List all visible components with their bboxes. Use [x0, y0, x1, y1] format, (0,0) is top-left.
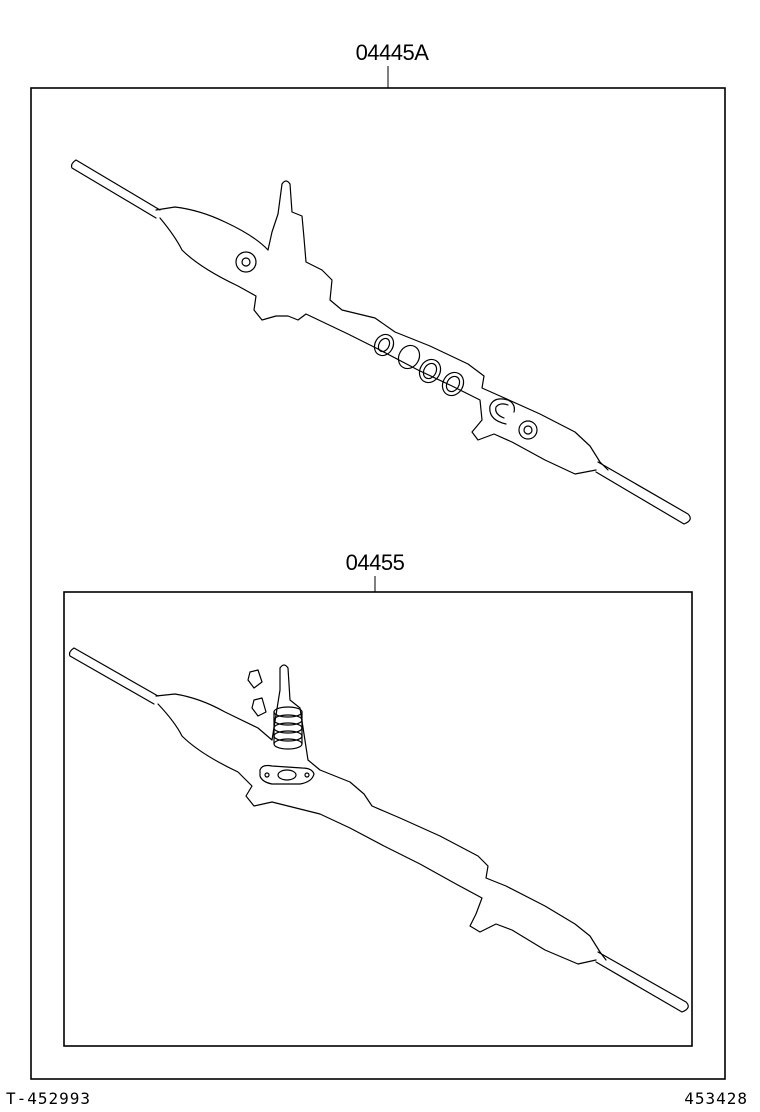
lower-small-bolt-2 — [251, 697, 267, 717]
inner-kit-frame — [63, 591, 693, 1047]
upper-steering-rack — [70, 159, 691, 525]
lower-rack-housing-top — [155, 664, 607, 961]
upper-seal-rings — [373, 333, 465, 397]
footer-left-code: T-452993 — [6, 1089, 91, 1108]
outer-kit-part-number[interactable]: 04445A — [356, 40, 430, 65]
upper-right-tie-rod — [595, 461, 691, 525]
upper-rack-housing-bottom — [159, 217, 597, 475]
lower-right-tie-rod — [595, 951, 689, 1013]
upper-lock-nut — [518, 420, 538, 440]
lower-left-tie-rod — [68, 647, 159, 705]
lower-guide-spring — [273, 706, 303, 750]
lower-gasket — [259, 764, 315, 785]
lower-steering-rack — [68, 647, 689, 1013]
upper-rack-housing-top — [155, 180, 609, 471]
inner-kit-part-number[interactable]: 04455 — [346, 550, 405, 575]
lower-small-bolt-1 — [247, 669, 263, 689]
footer-right-code: 453428 — [684, 1089, 748, 1108]
lower-rack-housing-bottom — [157, 703, 597, 965]
upper-left-tie-rod — [70, 159, 161, 219]
upper-adjuster-bolt — [235, 251, 257, 273]
upper-snap-ring — [489, 398, 515, 425]
outer-kit-frame — [30, 87, 726, 1080]
